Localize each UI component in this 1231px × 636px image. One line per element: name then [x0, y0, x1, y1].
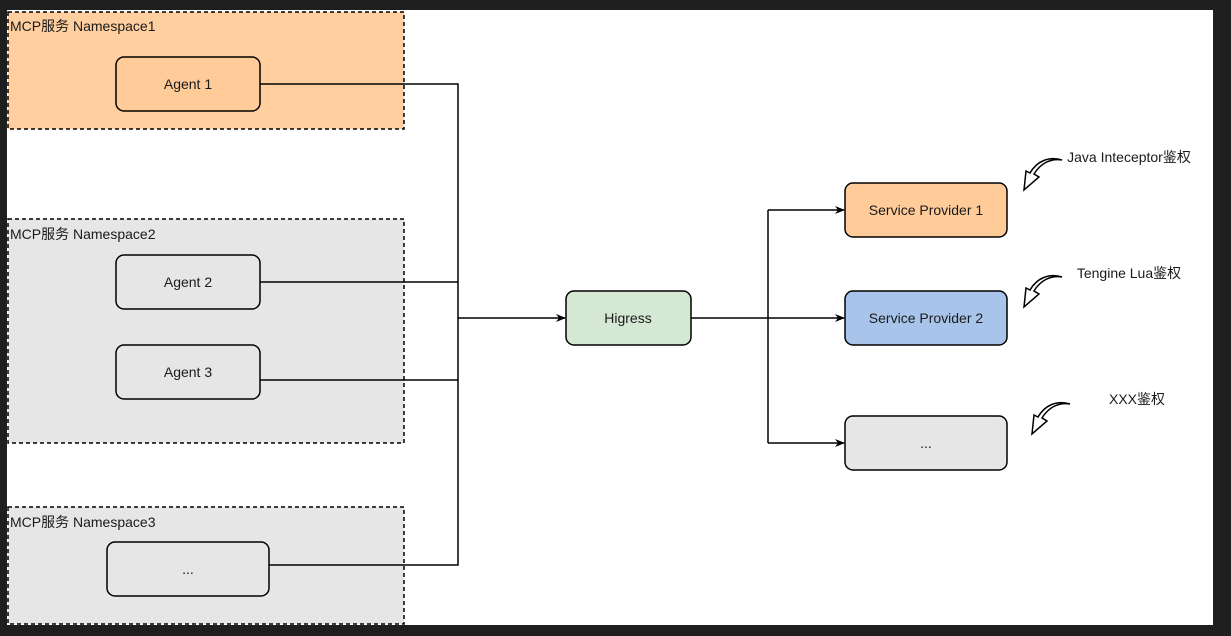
namespace-1-label: MCP服务 Namespace1	[10, 18, 156, 34]
agent-1-node[interactable]: Agent 1	[115, 56, 261, 112]
agent-3-node[interactable]: Agent 3	[115, 344, 261, 400]
provider-more-node[interactable]: ...	[844, 415, 1008, 471]
auth-note-1: Java Inteceptor鉴权	[1067, 149, 1191, 165]
provider-1-node[interactable]: Service Provider 1	[844, 182, 1008, 238]
provider-2-node[interactable]: Service Provider 2	[844, 290, 1008, 346]
namespace-2-label: MCP服务 Namespace2	[10, 226, 156, 242]
curved-arrow-icon	[1023, 274, 1063, 309]
agent-2-node[interactable]: Agent 2	[115, 254, 261, 310]
namespace-3-label: MCP服务 Namespace3	[10, 514, 156, 530]
agent-2-label: Agent 2	[164, 274, 212, 290]
provider-more-label: ...	[920, 435, 932, 451]
auth-note-2: Tengine Lua鉴权	[1077, 265, 1181, 281]
curved-arrow-icon	[1031, 401, 1071, 436]
agent-more-node[interactable]: ...	[106, 541, 270, 597]
curved-arrow-icon	[1023, 157, 1063, 192]
higress-node[interactable]: Higress	[565, 290, 692, 346]
agent-more-label: ...	[182, 561, 194, 577]
auth-note-3: XXX鉴权	[1109, 391, 1165, 407]
provider-1-label: Service Provider 1	[869, 202, 984, 218]
connector-agent1-trunk	[260, 83, 459, 566]
namespace-2: MCP服务 Namespace2	[7, 218, 405, 444]
higress-label: Higress	[604, 310, 651, 326]
provider-2-label: Service Provider 2	[869, 310, 984, 326]
connectors	[260, 83, 845, 566]
agent-1-label: Agent 1	[164, 76, 212, 92]
agent-3-label: Agent 3	[164, 364, 212, 380]
